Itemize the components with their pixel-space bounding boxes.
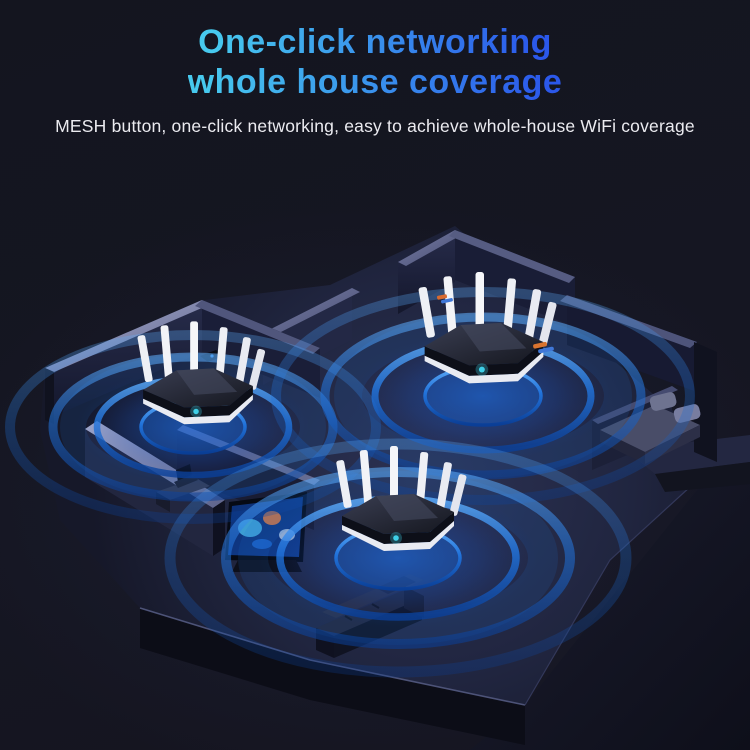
page-title-line-1: One-click networking xyxy=(198,23,552,61)
wall xyxy=(694,342,717,462)
wall-top xyxy=(263,288,360,337)
platform-right-rim xyxy=(524,454,726,706)
right-step-face xyxy=(655,462,750,492)
subtitle: MESH button, one-click networking, easy … xyxy=(55,116,695,136)
toy-decoration xyxy=(436,294,554,354)
wall xyxy=(398,230,455,314)
page-title-line-2: whole house coverage xyxy=(187,63,563,101)
wall-top xyxy=(449,230,575,283)
pillow xyxy=(649,392,677,411)
right-step-top xyxy=(625,435,750,474)
headline: One-click networking whole house coverag… xyxy=(0,22,750,137)
wall-top xyxy=(398,230,463,266)
wall xyxy=(567,295,697,392)
wall-top xyxy=(195,300,320,354)
wall xyxy=(455,230,575,327)
